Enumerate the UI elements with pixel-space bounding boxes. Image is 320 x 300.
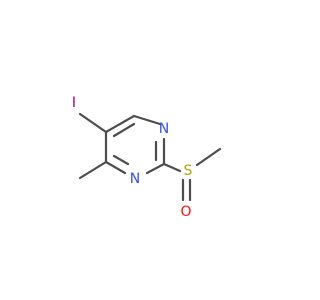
iodine-label: I (72, 95, 76, 111)
bond-c2-s (162, 162, 182, 173)
bond-n3-c4-inner (112, 154, 130, 166)
bond-c6-n1 (132, 114, 162, 126)
sulfur-label: S (184, 163, 193, 179)
bond-n3-c4 (104, 160, 127, 175)
nitrogen-label-top: N (159, 121, 169, 137)
molecule-diagram: I N N S O (72, 95, 222, 220)
molecule-svg: I N N S O (72, 95, 222, 220)
oxygen-label: O (180, 204, 191, 220)
bond-c4-methyl (78, 160, 108, 180)
bond-c5-c6-inner (112, 122, 136, 138)
nitrogen-label-bottom: N (130, 171, 140, 187)
bond-c5-c6 (104, 114, 136, 134)
bond-c2-n3 (145, 162, 166, 175)
bond-s-methyl (195, 147, 222, 167)
bond-c5-i (78, 112, 108, 134)
